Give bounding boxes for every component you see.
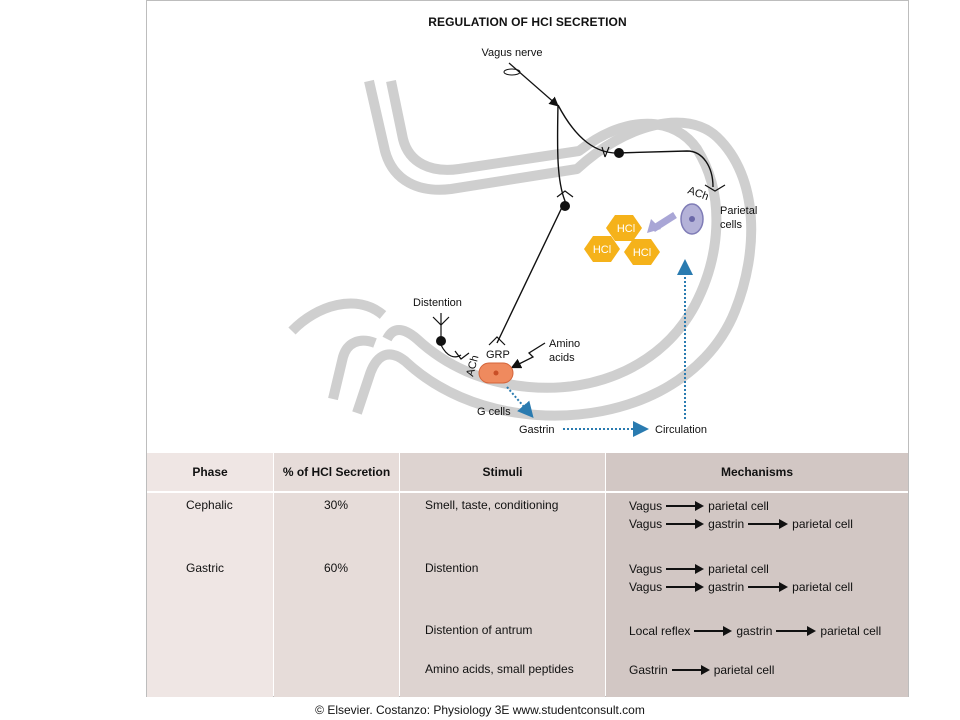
stomach-diagram: Vagus nerve ACh Parietal cells (288, 47, 757, 437)
ach-label-upper: ACh (686, 185, 710, 204)
mech-step: gastrin (736, 624, 773, 638)
figure-title: REGULATION OF HCl SECRETION (428, 15, 627, 29)
row-amino-stimulus: Amino acids, small peptides (425, 662, 574, 676)
row-cephalic-mechanism-1: Vagus parietal cell (629, 498, 769, 514)
header-separator (147, 491, 908, 493)
mech-step: parietal cell (820, 624, 882, 638)
svg-text:HCl: HCl (617, 223, 635, 235)
mech-step: gastrin (708, 580, 745, 594)
mech-step: Vagus (629, 562, 663, 576)
arrow-icon (666, 500, 705, 512)
header-pct: % of HCl Secretion (282, 465, 391, 479)
hcl-phases-table: Phase % of HCl Secretion Stimuli Mechani… (147, 453, 908, 697)
ach-synapse-upper (704, 184, 726, 192)
arrow-icon (776, 625, 817, 637)
hcl-hex-1: HCl (606, 215, 642, 241)
row-gastric-mechanism-1: Vagus parietal cell (629, 561, 769, 577)
row-cephalic-stimulus: Smell, taste, conditioning (425, 498, 559, 512)
amino-acids-label: Amino (549, 338, 580, 350)
mech-step: gastrin (708, 517, 745, 531)
grp-synapse: GRP (486, 336, 510, 361)
row-gastric-mechanism-2: Vagus gastrin parietal cell (629, 579, 853, 595)
svg-text:HCl: HCl (593, 244, 611, 256)
row-gastric-pct: 60% (324, 561, 349, 575)
row-antrum-stimulus: Distention of antrum (425, 623, 533, 637)
arrow-icon (666, 563, 705, 575)
arrow-icon (671, 664, 710, 676)
header-stimuli: Stimuli (482, 465, 523, 479)
arrow-icon (748, 518, 789, 530)
header-mechanisms: Mechanisms (720, 465, 794, 479)
mech-step: Local reflex (629, 624, 691, 638)
row-cephalic-pct: 30% (324, 498, 349, 512)
mech-step: parietal cell (792, 517, 853, 531)
hcl-hex-3: HCl (624, 239, 660, 265)
row-cephalic-phase: Cephalic (186, 498, 233, 512)
svg-text:HCl: HCl (633, 247, 651, 259)
mechanisms-column (606, 453, 908, 697)
row-gastric-stimulus: Distention (425, 561, 479, 575)
mech-step: parietal cell (708, 499, 769, 513)
amino-acids-label-2: acids (549, 352, 575, 364)
g-cells-label: G cells (477, 406, 511, 418)
stimuli-column (400, 453, 605, 697)
row-gastric-phase: Gastric (186, 561, 225, 575)
duodenum-wall-lower (328, 335, 377, 401)
circulation-label: Circulation (655, 424, 707, 436)
grp-label: GRP (486, 349, 510, 361)
distention-label: Distention (413, 297, 462, 309)
vagus-nerve-label: Vagus nerve (482, 47, 543, 59)
row-antrum-mechanism: Local reflex gastrin parietal cell (629, 623, 881, 639)
parietal-cells-label: Parietal (720, 205, 757, 217)
arrow-icon (666, 518, 705, 530)
hcl-molecules: HCl HCl HCl (584, 215, 660, 265)
mech-step: Vagus (629, 499, 663, 513)
duodenum-wall-upper (288, 298, 387, 335)
parietal-cell: Parietal cells (647, 203, 757, 235)
row-cephalic-mechanism-2: Vagus gastrin parietal cell (629, 516, 853, 532)
vagus-nerve: Vagus nerve (482, 47, 714, 344)
stomach-wall-inner-line (382, 79, 722, 393)
copyright-notice: © Elsevier. Costanzo: Physiology 3E www.… (315, 703, 645, 717)
distention-reflex: Distention ACh (413, 297, 481, 378)
hcl-hex-2: HCl (584, 236, 620, 262)
ach-label-lower: ACh (464, 354, 481, 378)
amino-acids-stimulus: Amino acids (510, 338, 580, 369)
g-cell: G cells (477, 362, 514, 418)
stomach-wall-outer-line (352, 79, 757, 421)
mech-step: parietal cell (792, 580, 853, 594)
mech-step: Vagus (629, 580, 663, 594)
gastrin-label: Gastrin (519, 424, 554, 436)
figure-panel: REGULATION OF HCl SECRETION Vagus nerve (146, 0, 909, 697)
mech-step: parietal cell (708, 562, 769, 576)
mech-step: parietal cell (713, 663, 775, 677)
row-amino-mechanism: Gastrin parietal cell (629, 662, 774, 678)
arrow-icon (694, 625, 733, 637)
parietal-cells-label-2: cells (720, 219, 743, 231)
arrow-icon (666, 581, 705, 593)
mech-step: Gastrin (629, 663, 668, 677)
arrow-icon (748, 581, 789, 593)
header-phase: Phase (192, 465, 228, 479)
pct-column (274, 453, 399, 697)
mech-step: Vagus (629, 517, 663, 531)
phase-column (147, 453, 273, 697)
gastrin-circulation-path: Gastrin Circulation (506, 259, 707, 437)
